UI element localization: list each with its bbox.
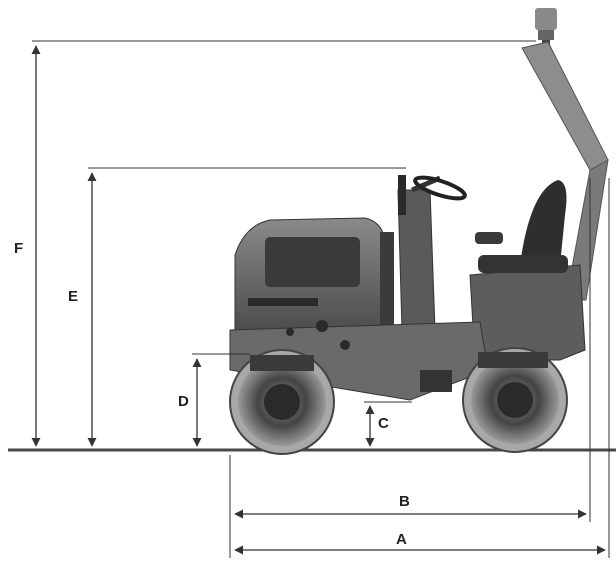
engine-hood bbox=[234, 217, 394, 336]
steering-column bbox=[397, 175, 467, 331]
operator-seat bbox=[475, 180, 568, 273]
dimension-b-label: B bbox=[399, 493, 410, 510]
front-drum bbox=[229, 349, 335, 455]
step-plate bbox=[420, 370, 452, 392]
dimension-d-label: D bbox=[178, 393, 189, 410]
rear-drum bbox=[462, 347, 568, 453]
dimension-f-label: F bbox=[14, 240, 23, 257]
dimension-e-label: E bbox=[68, 288, 78, 305]
roller-machine bbox=[229, 8, 609, 455]
dimension-a-label: A bbox=[396, 531, 407, 548]
dimension-c-label: C bbox=[378, 415, 389, 432]
rear-chassis bbox=[469, 264, 586, 361]
